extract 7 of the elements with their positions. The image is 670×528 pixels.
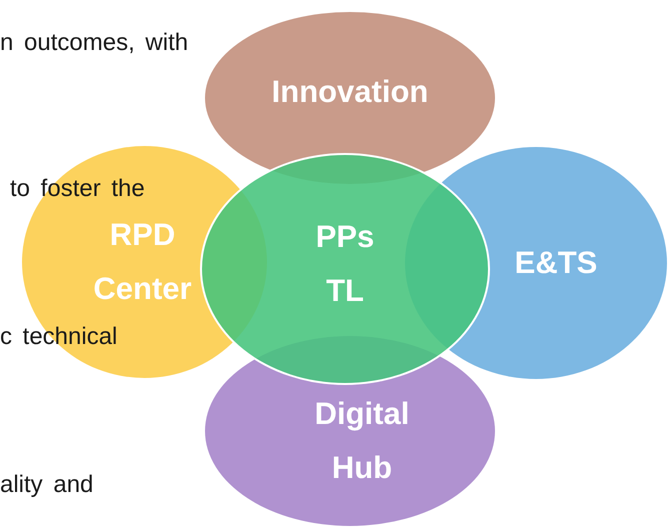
text-fragment: ality and xyxy=(0,470,94,500)
node-label: E&TS xyxy=(514,244,598,282)
node-label: PPs TL xyxy=(314,218,376,310)
text-fragment: n outcomes, with xyxy=(0,28,188,58)
node-label: Digital Hub xyxy=(314,395,410,487)
node-label: Innovation xyxy=(272,73,428,111)
node-label: RPD Center xyxy=(92,216,193,308)
